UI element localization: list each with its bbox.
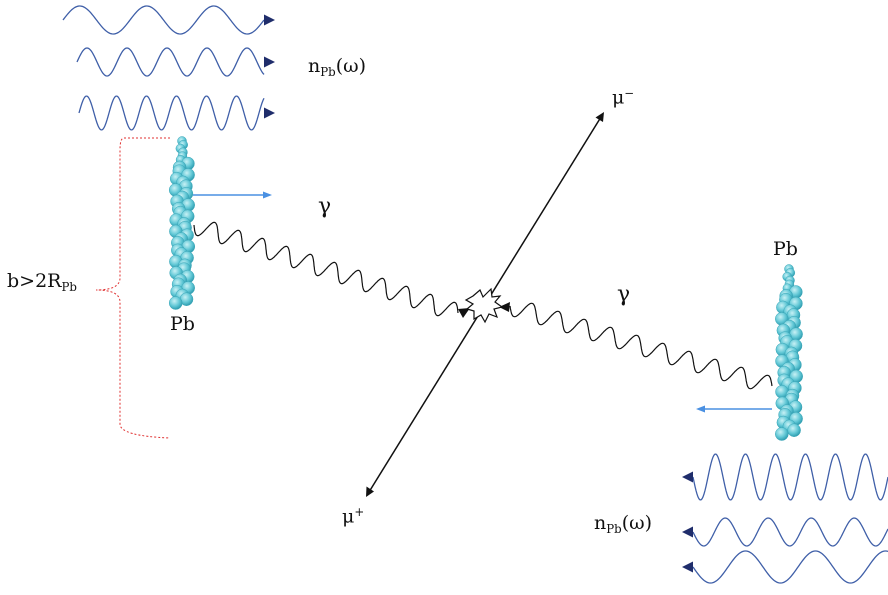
interaction-vertex-star bbox=[464, 287, 504, 324]
photon-line-left bbox=[193, 221, 459, 317]
flux-subscript: Pb bbox=[606, 522, 622, 537]
nucleus-right-bead bbox=[787, 423, 801, 437]
photon-label-left: γ bbox=[318, 194, 332, 219]
wave-top-2 bbox=[76, 47, 265, 77]
nucleus-label-left: Pb bbox=[170, 313, 195, 335]
velocity-arrow-left bbox=[193, 191, 272, 199]
nucleus-right-bead bbox=[775, 427, 789, 441]
photon-flux-waves-bottom bbox=[682, 453, 888, 584]
impact-parameter-subscript: Pb bbox=[61, 280, 77, 295]
photon-line-right bbox=[509, 302, 773, 390]
photon-flux-label-top: nPb(ω) bbox=[308, 55, 366, 79]
muon-plus-label: μ+ bbox=[342, 505, 364, 527]
muon-minus-label: μ− bbox=[612, 86, 634, 108]
photon-label-right: γ bbox=[617, 282, 631, 307]
wave-bottom-3-arrowhead bbox=[682, 561, 693, 573]
nucleus-label-right: Pb bbox=[773, 238, 798, 260]
mu-minus-arrowhead bbox=[595, 112, 604, 122]
nucleus-left bbox=[168, 136, 196, 310]
wave-top-3-arrowhead bbox=[264, 107, 275, 119]
velocity-arrow-right bbox=[696, 405, 772, 413]
nucleus-right bbox=[775, 264, 803, 441]
mu-plus-arrowhead bbox=[366, 486, 374, 497]
muon-symbol: μ bbox=[612, 86, 625, 109]
wave-top-2-arrowhead bbox=[264, 56, 275, 68]
wave-bottom-2-arrowhead bbox=[682, 526, 693, 538]
wave-bottom-3 bbox=[692, 550, 888, 584]
photon-flux-waves-top bbox=[62, 5, 275, 131]
flux-argument: (ω) bbox=[335, 55, 367, 77]
wave-bottom-1-arrowhead bbox=[682, 471, 693, 483]
muon-charge: − bbox=[624, 86, 635, 100]
wave-top-1 bbox=[62, 5, 265, 35]
nucleus-left-bead bbox=[168, 296, 183, 310]
photon-right-arrowhead bbox=[499, 302, 510, 312]
impact-parameter-label: b>2RPb bbox=[7, 270, 77, 294]
wave-bottom-2 bbox=[692, 517, 888, 547]
impact-parameter-brace bbox=[95, 137, 171, 439]
muon-symbol: μ bbox=[342, 505, 355, 528]
wave-top-3 bbox=[78, 95, 265, 131]
impact-parameter-text: b>2R bbox=[7, 270, 62, 292]
wave-top-1-arrowhead bbox=[264, 14, 275, 26]
muon-charge: + bbox=[354, 505, 365, 519]
flux-argument: (ω) bbox=[621, 512, 653, 534]
photon-left-arrowhead bbox=[458, 308, 470, 318]
flux-subscript: Pb bbox=[320, 65, 336, 80]
flux-symbol: n bbox=[308, 55, 321, 77]
wave-bottom-1 bbox=[692, 453, 888, 501]
photon-flux-label-bottom: nPb(ω) bbox=[594, 512, 652, 536]
flux-symbol: n bbox=[594, 512, 607, 534]
